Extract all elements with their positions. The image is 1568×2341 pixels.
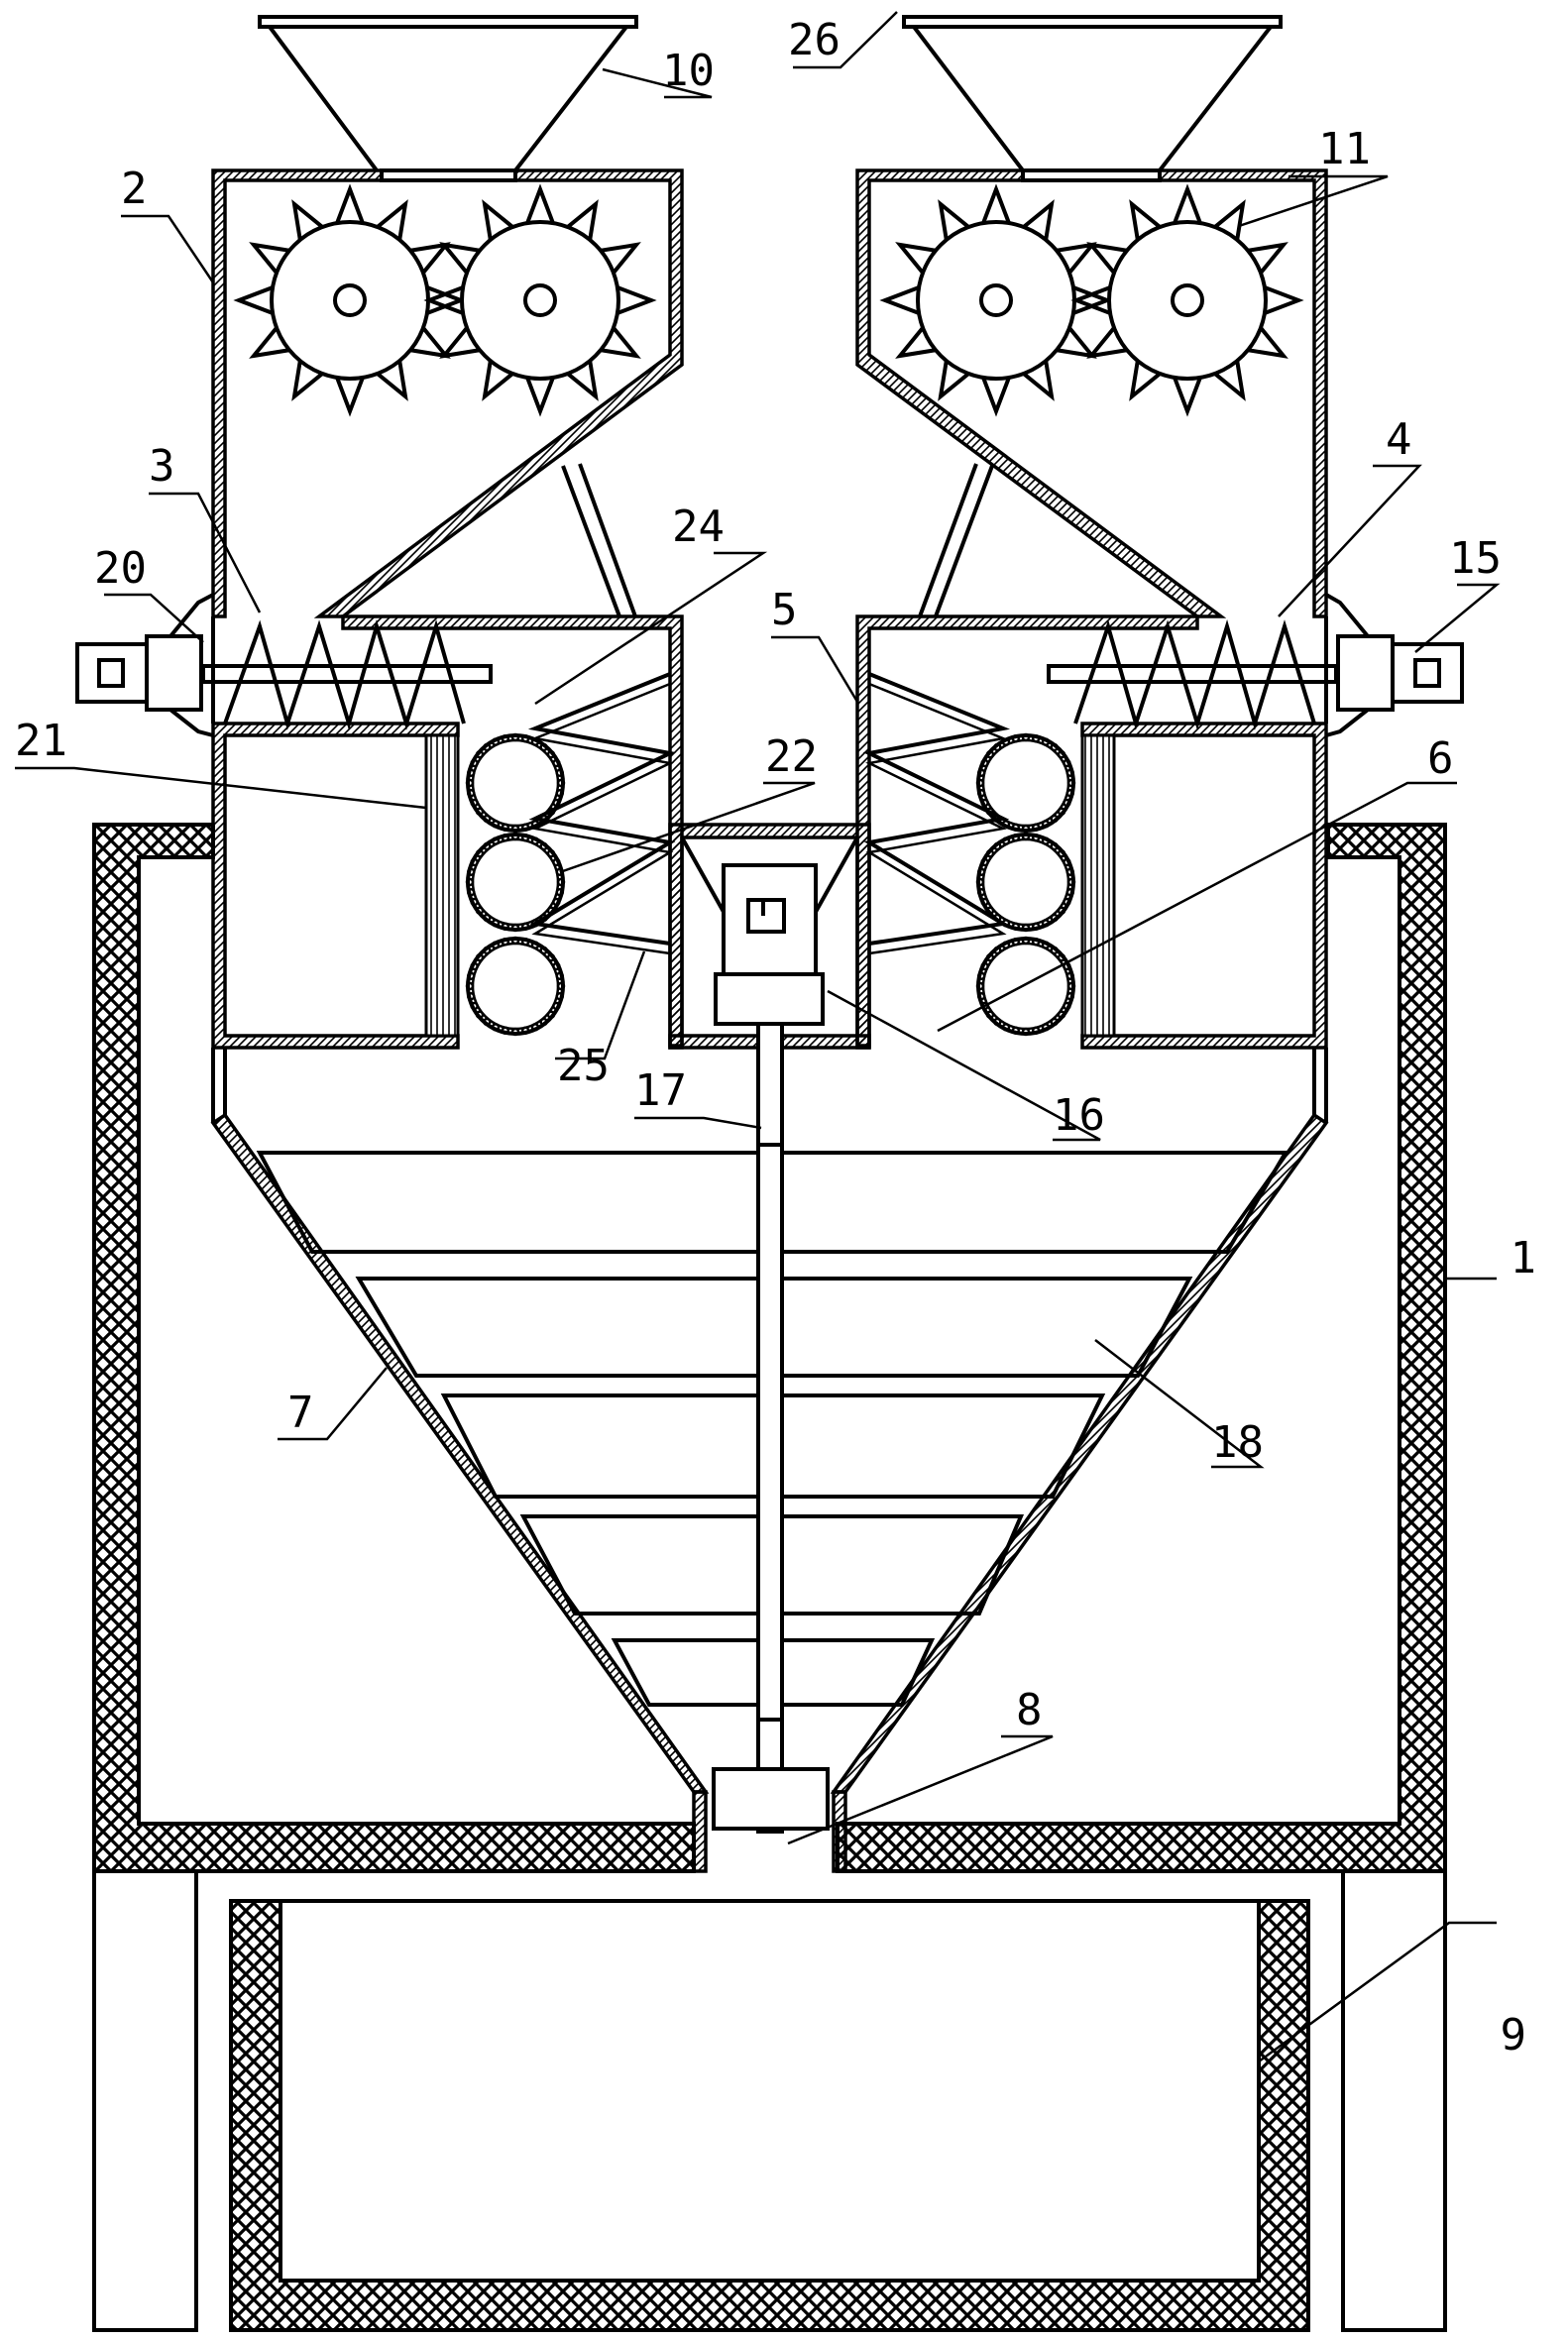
reference-numerals: 1 2 3 4 5 6 7 8 9 10 11 15 16 17 18 20 2… bbox=[15, 15, 1536, 2061]
toothed-roller bbox=[423, 183, 657, 417]
label-18: 18 bbox=[1211, 1417, 1264, 1468]
label-9: 9 bbox=[1501, 2010, 1527, 2061]
strut-right-b bbox=[934, 465, 994, 617]
strut-right bbox=[918, 463, 978, 617]
screw-conveyor-left bbox=[201, 618, 493, 731]
motor-right bbox=[1325, 593, 1464, 737]
label-17: 17 bbox=[634, 1065, 687, 1116]
label-3: 3 bbox=[149, 441, 175, 492]
strut-left bbox=[561, 465, 621, 617]
toothed-roller bbox=[1070, 183, 1304, 417]
separation-cone bbox=[210, 1048, 1329, 1873]
strut-left-b bbox=[578, 463, 637, 617]
label-24: 24 bbox=[672, 502, 725, 552]
grinding-rollers bbox=[465, 732, 1076, 1037]
grinding-ball bbox=[975, 832, 1076, 933]
center-motor-housing bbox=[668, 823, 871, 1050]
leader-lines bbox=[15, 11, 1501, 2063]
grinding-ball bbox=[975, 936, 1076, 1037]
label-10: 10 bbox=[662, 46, 715, 96]
spring-rods-right bbox=[862, 672, 1011, 955]
support-legs bbox=[92, 1869, 1447, 2332]
label-4: 4 bbox=[1386, 414, 1412, 465]
screw-conveyor-right bbox=[1047, 618, 1338, 731]
label-22: 22 bbox=[765, 731, 818, 782]
feed-hopper-right bbox=[902, 15, 1283, 172]
label-26: 26 bbox=[788, 15, 840, 65]
feed-hopper-left bbox=[258, 15, 638, 172]
label-7: 7 bbox=[287, 1388, 314, 1438]
collection-box bbox=[229, 1899, 1310, 2332]
screen-plate-right bbox=[1080, 733, 1116, 1038]
label-16: 16 bbox=[1053, 1090, 1105, 1141]
grinding-ball bbox=[975, 732, 1076, 834]
grinding-ball bbox=[465, 732, 566, 834]
label-2: 2 bbox=[121, 164, 148, 214]
spring-rods-left bbox=[527, 672, 677, 955]
label-21: 21 bbox=[15, 716, 67, 766]
screen-plate-left bbox=[424, 733, 460, 1038]
label-20: 20 bbox=[94, 543, 147, 594]
label-6: 6 bbox=[1427, 733, 1454, 784]
label-25: 25 bbox=[557, 1041, 610, 1091]
label-5: 5 bbox=[771, 585, 798, 635]
label-8: 8 bbox=[1016, 1685, 1043, 1735]
separation-blades bbox=[256, 1143, 1289, 1722]
motor-left bbox=[75, 593, 214, 737]
grinding-ball bbox=[465, 936, 566, 1037]
label-11: 11 bbox=[1318, 124, 1371, 174]
crushing-rollers bbox=[233, 183, 1304, 417]
label-15: 15 bbox=[1449, 533, 1502, 584]
label-1: 1 bbox=[1511, 1233, 1537, 1283]
